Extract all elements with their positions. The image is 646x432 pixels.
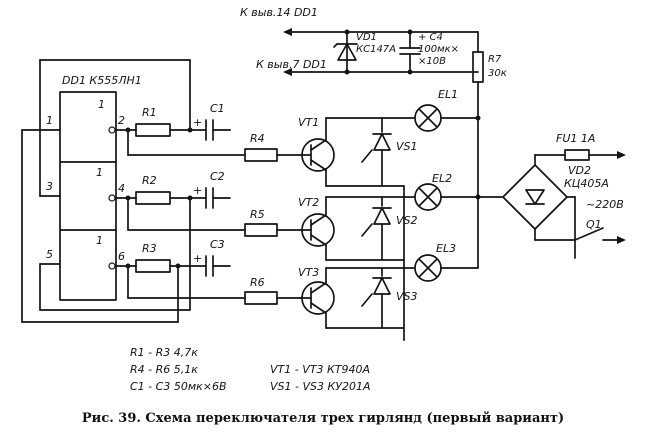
chip-dd1 (21, 91, 129, 301)
label-pin5: 5 (46, 248, 53, 261)
legend-r4-r6: R4 - R6 5,1к (130, 363, 198, 376)
resistor-r5 (244, 223, 278, 237)
lamp-el1 (381, 104, 479, 132)
lamp-el3 (381, 254, 479, 282)
resistor-r1 (135, 123, 171, 137)
label-c1: C1 (210, 102, 225, 115)
label-to-pin7: К выв.7 DD1 (256, 58, 327, 71)
label-r6: R6 (250, 276, 265, 289)
label-c4-val: 100мк× (418, 44, 459, 55)
label-vs3: VS3 (396, 290, 418, 303)
resistor-r3 (135, 259, 171, 273)
label-mains: ~220В (586, 198, 624, 211)
label-gate-2: 1 (96, 166, 103, 179)
label-pin4: 4 (118, 182, 125, 195)
zener-diode-vd1 (333, 29, 358, 75)
label-gate-3: 1 (96, 234, 103, 247)
label-r4: R4 (250, 132, 265, 145)
label-vs1: VS1 (396, 140, 418, 153)
power-supply-section (283, 28, 484, 121)
switch-q1 (574, 227, 604, 241)
stage-3 (125, 255, 301, 305)
label-c2: C2 (210, 170, 225, 183)
resistor-r2 (135, 191, 171, 205)
capacitor-c4 (399, 29, 421, 75)
output-stages (299, 104, 481, 341)
legend-r1-r3: R1 - R3 4,7к (130, 346, 198, 359)
feedback-wires (21, 59, 191, 323)
label-vd2-part: КЦ405А (564, 177, 609, 190)
label-gate-1: 1 (98, 98, 105, 111)
label-pin6: 6 (118, 250, 125, 263)
label-r2: R2 (142, 174, 157, 187)
label-el2: EL2 (432, 172, 452, 185)
resistor-r7 (472, 31, 484, 121)
label-r3: R3 (142, 242, 157, 255)
text-labels: К выв.14 DD1 К выв.7 DD1 VD1 КС147А + C4… (46, 6, 624, 303)
label-r5: R5 (250, 208, 265, 221)
label-vd1-part: КС147А (356, 44, 396, 55)
label-r7-val: 30к (488, 68, 507, 79)
label-c4-volt: ×10В (418, 56, 446, 67)
label-c4: + C4 (418, 32, 443, 43)
label-vt1: VT1 (298, 116, 319, 129)
component-legend: R1 - R3 4,7к R4 - R6 5,1к C1 - C3 50мк×6… (130, 346, 371, 393)
label-vt2: VT2 (298, 196, 319, 209)
label-r1: R1 (142, 106, 157, 119)
label-to-pin14: К выв.14 DD1 (240, 6, 318, 19)
label-vt3: VT3 (298, 266, 319, 279)
label-r7: R7 (488, 54, 502, 65)
stage-2 (125, 187, 301, 237)
label-el3: EL3 (436, 242, 456, 255)
lamp-el2 (381, 183, 479, 211)
label-fu1: FU1 1А (556, 132, 595, 145)
label-vs2: VS2 (396, 214, 418, 227)
label-pin3: 3 (46, 180, 53, 193)
label-el1: EL1 (438, 88, 458, 101)
label-c1-plus: + (193, 116, 202, 129)
label-c2-plus: + (193, 184, 202, 197)
bridge-rectifier-vd2 (403, 149, 626, 341)
label-chip: DD1 К555ЛН1 (62, 74, 142, 87)
legend-vt1-vt3: VT1 - VT3 КТ940А (270, 363, 370, 376)
resistor-r4 (244, 148, 278, 162)
fuse-fu1 (564, 149, 590, 161)
label-vd2: VD2 (568, 164, 591, 177)
label-pin1: 1 (46, 114, 53, 127)
resistor-r6 (244, 291, 278, 305)
label-c3: C3 (210, 238, 225, 251)
stage-1 (125, 119, 301, 162)
label-vd1: VD1 (356, 32, 377, 43)
figure-caption: Рис. 39. Схема переключателя трех гирлян… (82, 411, 564, 426)
legend-c1-c3: C1 - C3 50мк×6В (130, 380, 227, 393)
label-c3-plus: + (193, 252, 202, 265)
label-pin2: 2 (118, 114, 125, 127)
label-q1: Q1 (586, 218, 602, 231)
legend-vs1-vs3: VS1 - VS3 КУ201А (270, 380, 371, 393)
